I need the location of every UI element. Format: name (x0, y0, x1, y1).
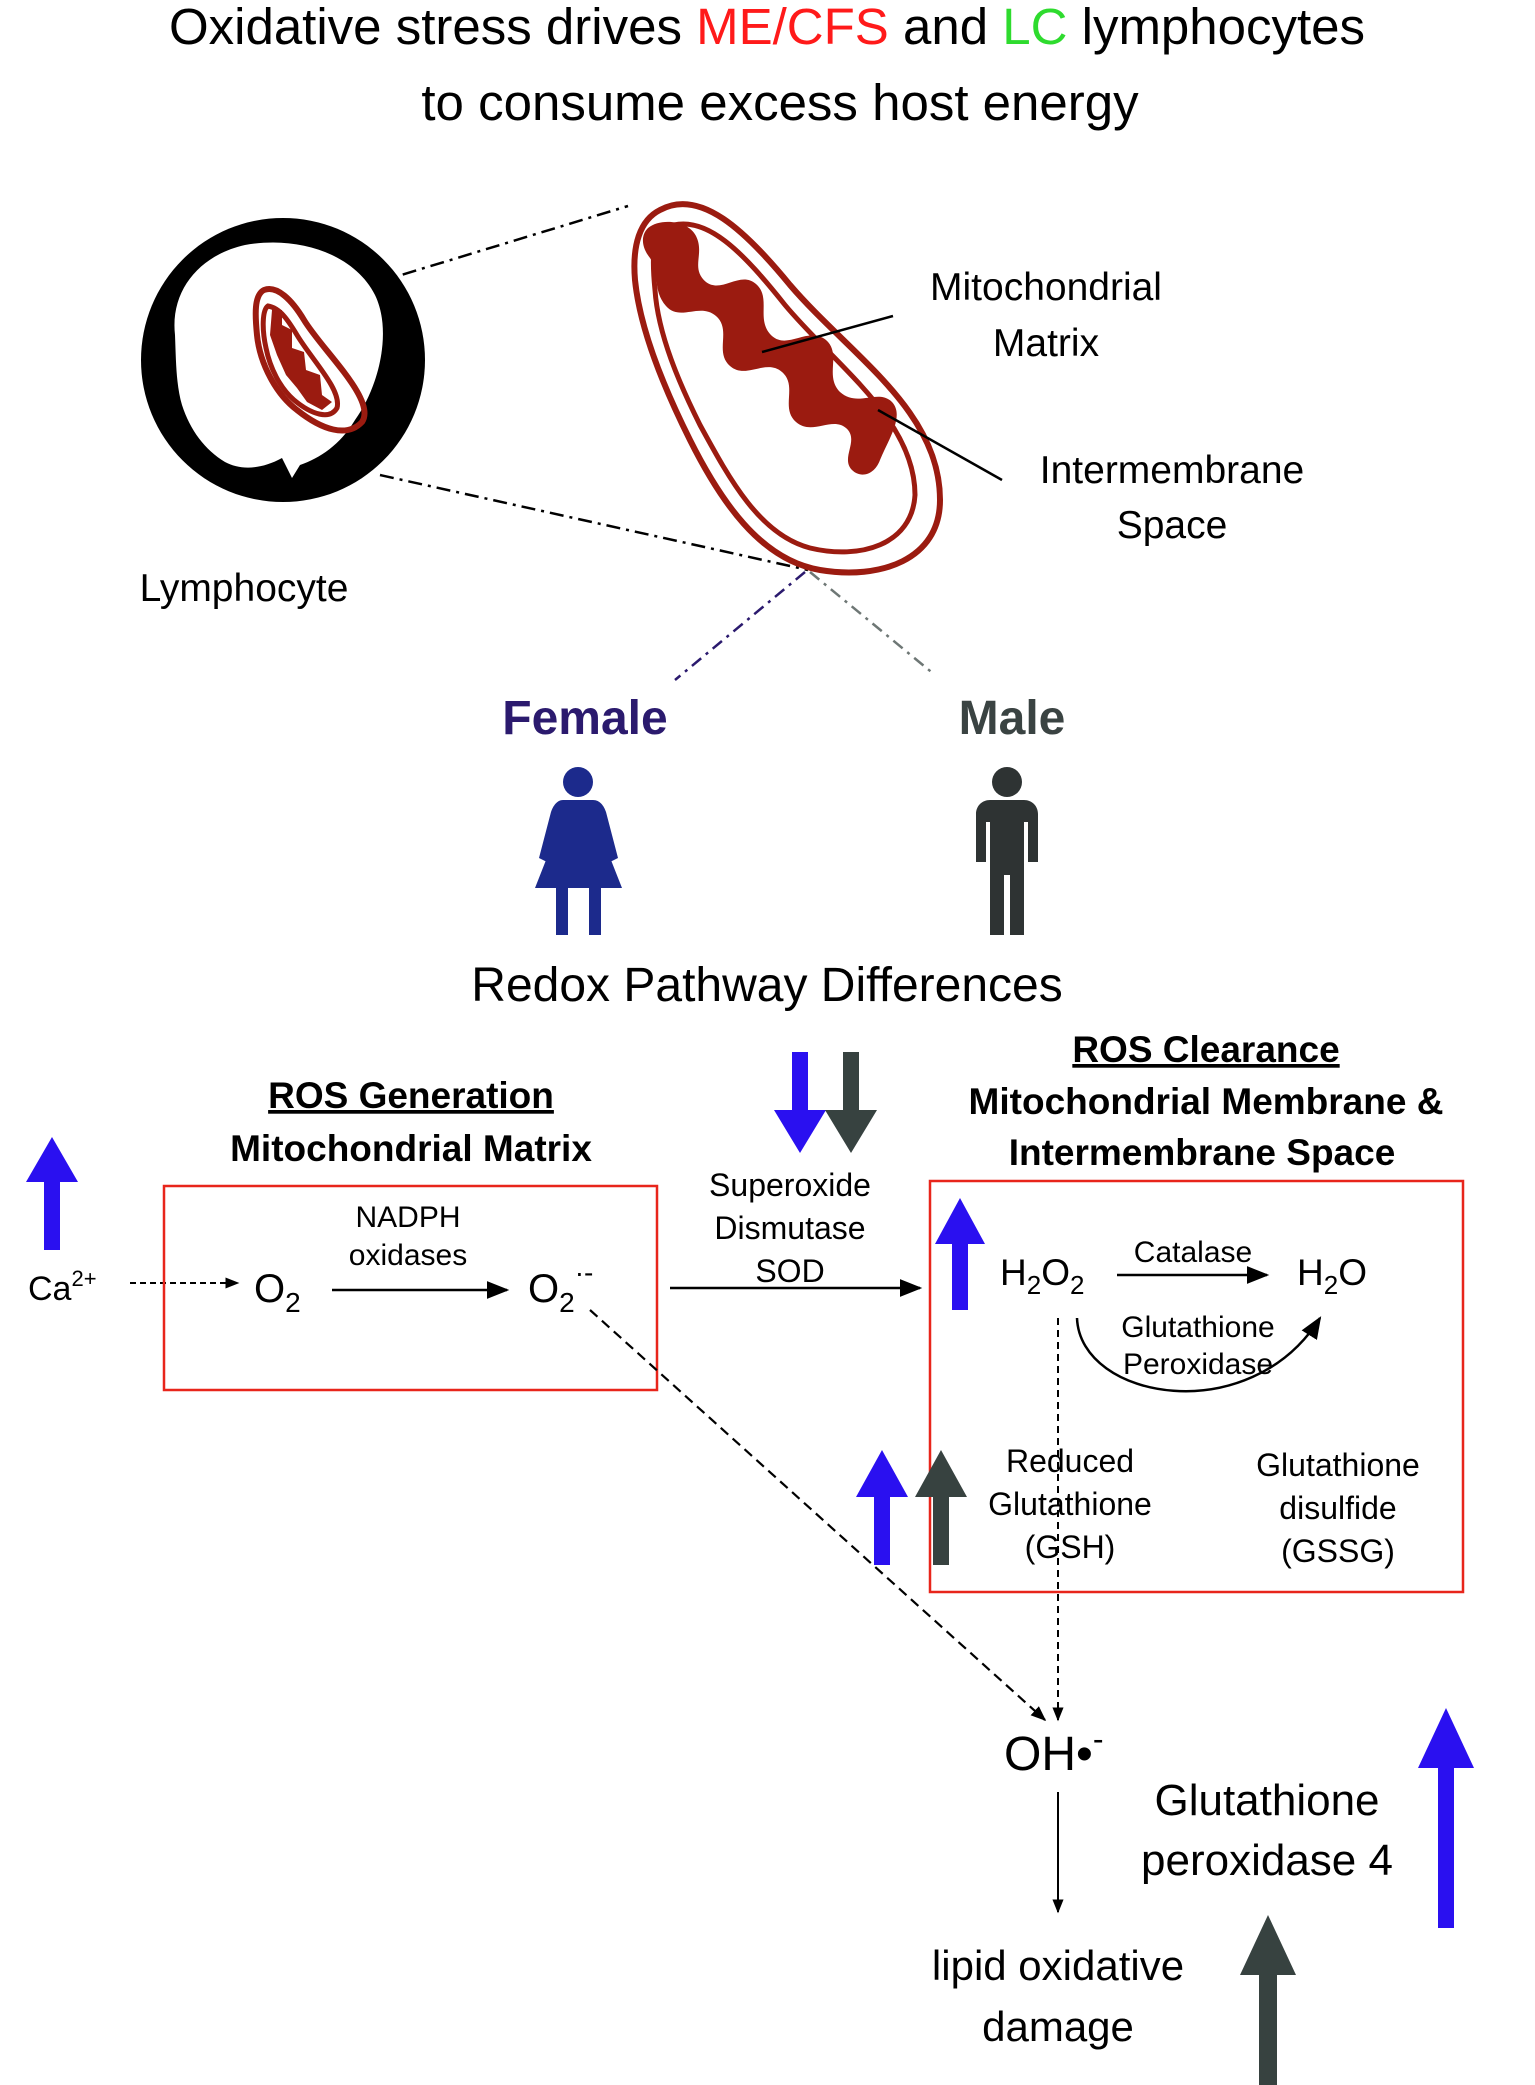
gsh-label-3: (GSH) (1025, 1529, 1116, 1565)
nadph-label-1: NADPH (355, 1201, 460, 1234)
gsh-label-1: Reduced (1006, 1443, 1134, 1479)
water-label: H2O (1297, 1252, 1367, 1300)
catalase-label: Catalase (1134, 1236, 1252, 1269)
male-branch-line (809, 571, 936, 676)
matrix-label-1: Mitochondrial (930, 266, 1162, 309)
superoxide-to-hydroxyl-arrow (589, 1309, 1047, 1722)
down-arrow-icon (774, 1052, 826, 1153)
matrix-pointer (761, 314, 894, 354)
up-arrow-icon (1418, 1708, 1474, 1928)
gssg-label-3: (GSSG) (1281, 1533, 1395, 1569)
title-line-2: to consume excess host energy (421, 74, 1139, 131)
superoxide-label: O2·- (528, 1257, 593, 1318)
gpx4-label-1: Glutathione (1154, 1776, 1379, 1825)
ims-label-1: Intermembrane (1040, 449, 1304, 492)
down-arrow-icon (825, 1052, 877, 1153)
title-line-1: Oxidative stress drives ME/CFS and LC ly… (169, 0, 1365, 55)
sod-label-2: Dismutase (714, 1210, 865, 1246)
clearance-title-3: Intermembrane Space (1009, 1132, 1396, 1173)
male-person-icon (976, 767, 1038, 935)
female-branch-line (674, 571, 806, 681)
lymphocyte-label: Lymphocyte (140, 567, 349, 610)
up-arrow-icon (26, 1137, 78, 1250)
matrix-label-2: Matrix (993, 322, 1100, 365)
nadph-label-2: oxidases (349, 1239, 467, 1272)
up-arrow-icon (935, 1198, 985, 1310)
sod-label-1: Superoxide (709, 1167, 871, 1203)
up-arrow-icon (1240, 1915, 1296, 2085)
ims-pointer (877, 408, 1003, 482)
hydroxyl-label: OH•- (1004, 1721, 1103, 1781)
oxygen-label: O2 (254, 1267, 301, 1318)
gpx4-label-2: peroxidase 4 (1141, 1836, 1393, 1885)
generation-title-1: ROS Generation (268, 1075, 554, 1116)
lc-label: LC (1002, 0, 1067, 55)
small-mitochondrion (252, 286, 368, 434)
mecfs-label: ME/CFS (696, 0, 889, 55)
calcium-label: Ca2+ (28, 1266, 97, 1308)
generation-title-2: Mitochondrial Matrix (230, 1128, 592, 1169)
redox-heading: Redox Pathway Differences (471, 959, 1062, 1012)
generation-box (162, 1184, 659, 1392)
gssg-label-1: Glutathione (1256, 1447, 1420, 1483)
gssg-label-2: disulfide (1279, 1490, 1396, 1526)
clearance-box (928, 1179, 1465, 1594)
lymphocyte-cell (141, 218, 425, 502)
large-mitochondrion (631, 201, 944, 576)
clearance-title-2: Mitochondrial Membrane & (969, 1081, 1444, 1122)
lipid-label-1: lipid oxidative (932, 1942, 1184, 1989)
female-label: Female (502, 692, 667, 745)
sod-label-3: SOD (755, 1253, 824, 1289)
up-arrow-icon (915, 1450, 967, 1565)
h2o2-label: H2O2 (1000, 1252, 1084, 1300)
up-arrow-icon (856, 1450, 908, 1565)
male-label: Male (959, 692, 1066, 745)
clearance-title-1: ROS Clearance (1072, 1029, 1339, 1070)
female-person-icon (535, 767, 622, 935)
ims-label-2: Space (1117, 504, 1228, 547)
lipid-label-2: damage (982, 2003, 1134, 2050)
gpx-label-2: Peroxidase (1123, 1348, 1273, 1381)
gpx-curved-arrow (1075, 1316, 1322, 1393)
gpx-label-1: Glutathione (1121, 1311, 1274, 1344)
gsh-label-2: Glutathione (988, 1486, 1152, 1522)
